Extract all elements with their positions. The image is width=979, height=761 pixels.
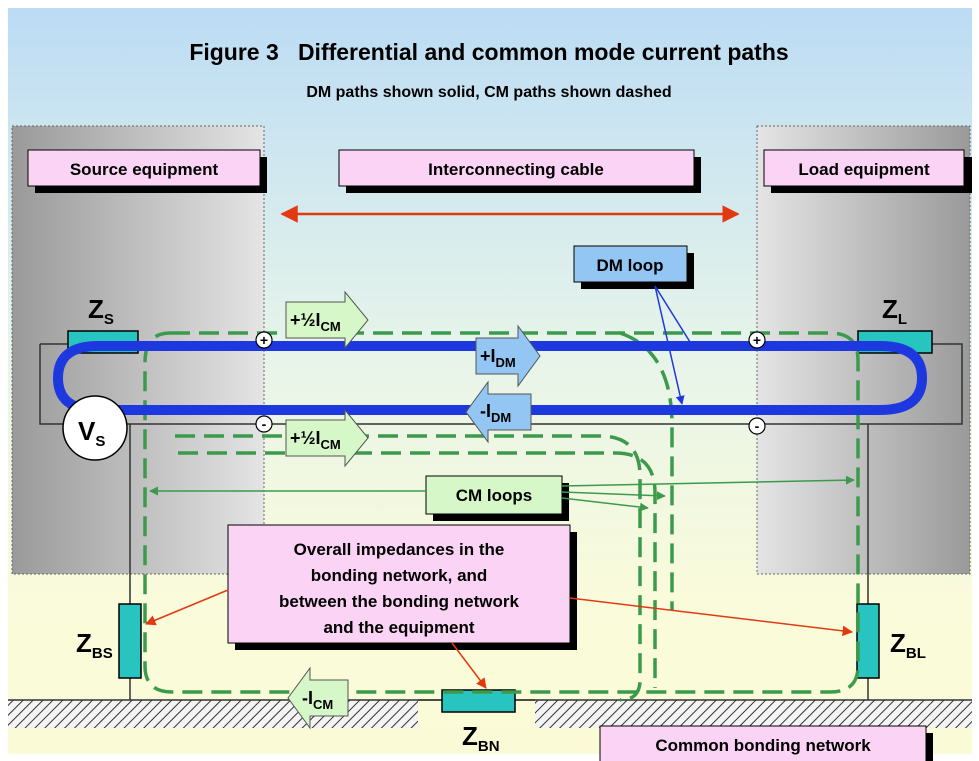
svg-text:+IDM: +IDM <box>480 346 516 370</box>
half-icm-top-main: +½I <box>290 310 321 330</box>
overall-impedances-line-2: bonding network, and <box>311 566 488 585</box>
zbn-label-sub: BN <box>478 738 500 755</box>
plus-idm-main: +I <box>480 346 496 366</box>
svg-text:-: - <box>755 418 760 434</box>
svg-text:+: + <box>260 332 268 348</box>
overall-impedances-line-3: between the bonding network <box>279 592 519 611</box>
interconnecting-cable-label: Interconnecting cable <box>338 149 701 193</box>
load-equipment-text: Load equipment <box>798 160 930 179</box>
zl-label-main: Z <box>882 294 898 324</box>
half-icm-bottom-arrow: +½ICM <box>285 408 369 468</box>
svg-text:+: + <box>753 332 761 348</box>
minus-idm-sub: DM <box>491 410 511 425</box>
overall-impedances-label: Overall impedances in the bonding networ… <box>227 524 577 650</box>
vs-label: VS <box>78 416 105 450</box>
zbs-label-sub: BS <box>92 645 113 662</box>
dm-loop-text: DM loop <box>596 256 663 275</box>
common-bonding-network-text: Common bonding network <box>655 736 871 755</box>
cm-loops-label: CM loops <box>425 475 569 521</box>
ground-hatch-right <box>535 700 972 728</box>
cm-loops-dashed <box>143 331 860 702</box>
polarity-minus-left: - <box>255 415 273 433</box>
impedance-pointers <box>145 589 854 689</box>
zbn-label-main: Z <box>462 721 478 751</box>
cm-loops-text: CM loops <box>456 486 533 505</box>
zbl-label: ZBL <box>890 628 926 662</box>
zs-label-main: Z <box>88 294 104 324</box>
zbl-label-main: Z <box>890 628 906 658</box>
plus-idm-sub: DM <box>496 355 516 370</box>
zbs-label: ZBS <box>76 628 113 662</box>
vs-source <box>62 395 128 461</box>
zbn-label: ZBN <box>462 721 500 755</box>
cm-loop-outer <box>143 331 860 694</box>
minus-idm-main: -I <box>480 401 491 421</box>
load-equipment-label: Load equipment <box>763 149 972 193</box>
cm-loops-pointers <box>149 475 855 512</box>
figure-subtitle: DM paths shown solid, CM paths shown das… <box>306 84 671 101</box>
dm-loop-label: DM loop <box>573 245 694 289</box>
zs-label: ZS <box>88 294 114 328</box>
common-bonding-network-label: Common bonding network <box>599 725 933 761</box>
ground-hatch-left <box>8 700 418 728</box>
dm-loop-path <box>52 341 928 415</box>
figure-title: Figure 3 Differential and common mode cu… <box>189 39 788 65</box>
polarity-plus-left: + <box>255 331 273 349</box>
minus-icm-arrow: -ICM <box>287 666 349 730</box>
half-icm-bottom-sub: CM <box>321 437 341 452</box>
svg-text:-IDM: -IDM <box>480 401 511 425</box>
svg-text:-: - <box>262 416 267 432</box>
zbl-impedance <box>856 603 880 679</box>
svg-text:+½ICM: +½ICM <box>290 310 341 334</box>
minus-idm-arrow: -IDM <box>465 380 532 444</box>
svg-text:+½ICM: +½ICM <box>290 428 341 452</box>
zbs-impedance <box>118 603 142 679</box>
plus-idm-arrow: +IDM <box>475 324 541 388</box>
half-icm-top-arrow: +½ICM <box>285 290 369 350</box>
source-equipment-text: Source equipment <box>70 160 219 179</box>
half-icm-bottom-main: +½I <box>290 428 321 448</box>
zbn-impedance <box>441 689 516 713</box>
cm-loop-inner-a <box>175 434 642 702</box>
cm-loop-inner-c <box>619 331 674 610</box>
overall-impedances-line-1: Overall impedances in the <box>294 540 505 559</box>
polarity-plus-right: + <box>748 331 766 349</box>
zl-label-sub: L <box>898 311 907 328</box>
zbl-label-sub: BL <box>906 645 926 662</box>
polarity-minus-right: - <box>748 417 766 435</box>
zbs-label-main: Z <box>76 628 92 658</box>
half-icm-top-sub: CM <box>321 319 341 334</box>
svg-text:-ICM: -ICM <box>302 688 333 712</box>
vs-label-main: V <box>78 416 96 446</box>
vs-label-sub: S <box>95 433 105 450</box>
interconnecting-cable-text: Interconnecting cable <box>428 160 604 179</box>
minus-icm-main: -I <box>302 688 313 708</box>
overall-impedances-line-4: and the equipment <box>323 618 474 637</box>
zl-label: ZL <box>882 294 907 328</box>
dm-loop-pointers <box>654 285 696 405</box>
zs-label-sub: S <box>104 311 114 328</box>
cm-loop-inner-b <box>178 451 657 688</box>
minus-icm-sub: CM <box>313 697 333 712</box>
source-equipment-label: Source equipment <box>27 149 267 193</box>
